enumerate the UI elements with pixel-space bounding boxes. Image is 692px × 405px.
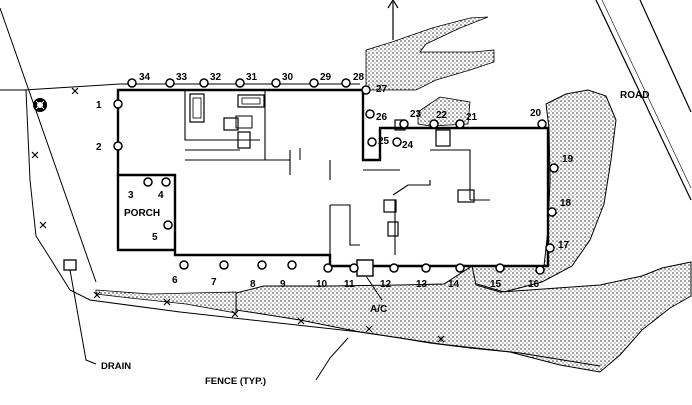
point-marker-8 [257,260,267,270]
point-marker-11 [349,263,359,273]
point-marker-26 [365,109,375,119]
point-marker-10 [323,263,333,273]
point-marker-12 [389,263,399,273]
point-label-28: 28 [353,72,365,83]
point-marker-5 [163,220,173,230]
point-label-22: 22 [436,110,448,121]
paved-areas [95,16,692,373]
point-marker-29 [309,78,319,88]
drain-label: DRAIN [101,361,131,372]
point-label-17: 17 [558,240,570,251]
point-label-7: 7 [211,277,217,288]
point-label-8: 8 [250,279,256,290]
point-label-6: 6 [172,275,178,286]
point-label-25: 25 [378,136,390,147]
point-label-15: 15 [490,279,502,290]
fence-leader [315,337,349,381]
fixtures [189,93,475,237]
porch-label: PORCH [124,208,160,219]
point-marker-25 [367,137,377,147]
point-marker-15 [495,263,505,273]
point-label-21: 21 [466,112,478,123]
point-label-27: 27 [376,84,388,95]
road-edges [595,0,692,201]
point-label-13: 13 [416,279,428,290]
point-label-26: 26 [376,112,388,123]
property-line-markers [31,87,445,343]
point-marker-22 [429,119,439,129]
left-boundary [0,7,97,283]
survey-points [113,78,559,275]
fence-label: FENCE (TYP.) [205,376,266,387]
point-marker-32 [199,78,209,88]
point-marker-28 [341,78,351,88]
point-label-9: 9 [280,279,286,290]
point-label-24: 24 [402,140,414,151]
point-label-2: 2 [96,142,102,153]
point-label-5: 5 [152,232,158,243]
tree-symbol [33,98,47,112]
point-marker-9 [287,260,297,270]
point-label-14: 14 [448,279,460,290]
north-arrow [387,0,399,40]
point-label-32: 32 [210,72,222,83]
point-label-30: 30 [282,72,294,83]
point-marker-20 [537,119,547,129]
point-labels: 1 2 3 4 5 6 7 8 9 10 11 12 13 14 15 16 1… [96,72,574,290]
point-marker-4 [161,177,171,187]
point-marker-21 [455,119,465,129]
point-marker-3 [143,177,153,187]
point-marker-30 [271,78,281,88]
point-label-11: 11 [344,279,355,290]
point-label-31: 31 [246,72,258,83]
point-label-4: 4 [158,190,164,201]
point-label-23: 23 [410,109,422,120]
point-marker-24 [392,137,402,147]
ac-unit [356,259,383,301]
point-marker-23 [399,119,409,129]
point-marker-2 [113,141,123,151]
ac-label: A/C [370,304,387,315]
point-marker-33 [165,78,175,88]
point-marker-7 [219,260,229,270]
point-marker-16 [535,265,545,275]
point-marker-31 [235,78,245,88]
point-label-18: 18 [560,198,572,209]
point-label-16: 16 [528,279,540,290]
point-marker-6 [179,260,189,270]
point-label-3: 3 [128,190,134,201]
point-label-29: 29 [320,72,332,83]
point-marker-14 [455,263,465,273]
point-marker-1 [113,99,123,109]
point-marker-27 [361,85,371,95]
drain [63,259,97,365]
point-label-19: 19 [562,154,574,165]
point-label-1: 1 [96,100,102,111]
point-marker-18 [547,207,557,217]
point-label-10: 10 [316,279,328,290]
road-label: ROAD [620,90,649,101]
point-label-12: 12 [380,279,392,290]
point-marker-17 [545,243,555,253]
point-marker-13 [421,263,431,273]
point-label-34: 34 [139,72,151,83]
house-walls [116,88,550,268]
point-marker-19 [549,163,559,173]
point-label-20: 20 [530,108,542,119]
point-marker-34 [127,78,137,88]
point-label-33: 33 [176,72,188,83]
